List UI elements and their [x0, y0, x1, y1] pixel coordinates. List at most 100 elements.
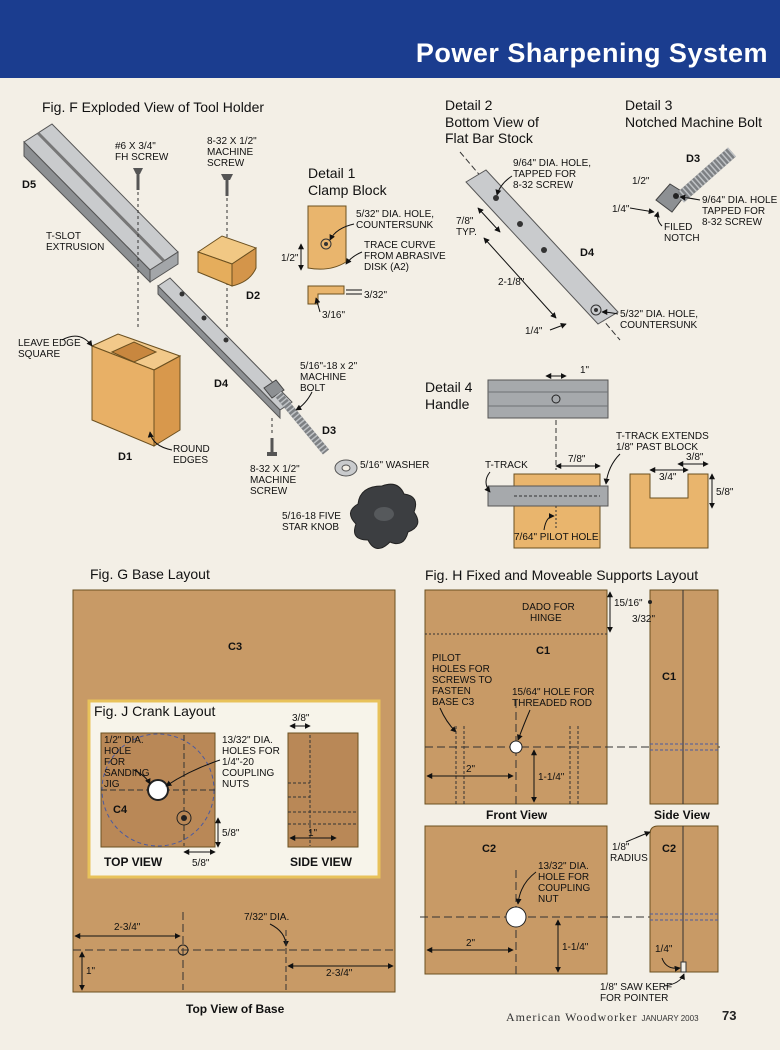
support-c1-side — [649, 589, 719, 805]
t-track-front — [487, 485, 609, 507]
detail2-d4: D4 — [580, 247, 595, 259]
block-d1 — [90, 333, 182, 447]
label-knob-2: STAR KNOB — [282, 522, 339, 533]
label-round-1: ROUND — [173, 444, 210, 455]
detail3-d3: D3 — [686, 153, 700, 165]
fig-g-title: Fig. G Base Layout — [90, 566, 210, 582]
label-bolt-1: 5/16"-18 x 2" — [300, 361, 358, 372]
footer-magazine: American Woodworker JANUARY 2003 — [506, 1010, 699, 1025]
t-track-top — [487, 379, 609, 419]
sanding-jig-hole — [147, 779, 169, 801]
detail2-hole-3: 8-32 SCREW — [513, 180, 574, 191]
fig-j-hole-3: FOR — [104, 757, 125, 768]
machine-bolt-d3 — [263, 379, 330, 455]
fig-g-dim-234a: 2-3/4" — [114, 922, 141, 933]
machine-screw-bottom — [267, 418, 277, 456]
fig-h-dim-2b: 2" — [466, 938, 476, 949]
label-bolt-2: MACHINE — [300, 372, 346, 383]
fig-h-c2-side: C2 — [662, 843, 676, 855]
fig-h-dim-14: 1/4" — [655, 944, 673, 955]
fig-h-side-view: Side View — [654, 808, 710, 822]
fig-g-caption: Top View of Base — [186, 1002, 285, 1016]
fig-g-dim-234b: 2-3/4" — [326, 968, 353, 979]
detail4-title-2: Handle — [425, 396, 470, 412]
label-ms-4: 8-32 X 1/2" — [250, 464, 300, 475]
fig-j-hole-4: SANDING — [104, 768, 150, 779]
label-d1: D1 — [118, 451, 132, 463]
detail4-title-1: Detail 4 — [425, 379, 473, 395]
flat-bar-d4 — [157, 277, 293, 420]
detail4-ext-2: 1/8" PAST BLOCK — [616, 442, 698, 453]
fh-screw — [133, 168, 143, 330]
detail4-dim-38: 3/8" — [686, 452, 704, 463]
detail2-dim-78: 7/8" — [456, 216, 474, 227]
page-number: 73 — [722, 1008, 737, 1023]
detail1-trace-1: TRACE CURVE — [364, 240, 436, 251]
fig-j-nut-4: COUPLING — [222, 768, 274, 779]
label-leave-1: LEAVE EDGE — [18, 338, 81, 349]
washer — [334, 459, 358, 477]
detail1-dim-half: 1/2" — [281, 253, 299, 264]
detail2-title-1: Detail 2 — [445, 97, 493, 113]
detail2-typ: TYP. — [456, 227, 477, 238]
label-tslot-2: EXTRUSION — [46, 242, 104, 253]
crank-c4-side — [287, 732, 359, 848]
fig-h-dim-114b: 1-1/4" — [562, 942, 589, 953]
detail2-hole-5: COUNTERSUNK — [620, 320, 698, 331]
fig-h-nut-1: 13/32" DIA. — [538, 861, 589, 872]
detail1-dim-316: 3/16" — [322, 310, 345, 321]
handle-block-end — [629, 473, 709, 549]
fig-g-dim-1: 1" — [86, 966, 96, 977]
detail2-hole-4: 5/32" DIA. HOLE, — [620, 309, 698, 320]
detail4-ext-1: T-TRACK EXTENDS — [616, 431, 709, 442]
detail4-dim-1: 1" — [580, 365, 590, 376]
fig-g-dia: 7/32" DIA. — [244, 912, 289, 923]
detail1-title-2: Clamp Block — [308, 182, 388, 198]
detail3-hole-1: 9/64" DIA. HOLE — [702, 195, 778, 206]
detail3-dim-14: 1/4" — [612, 204, 630, 215]
detail3-title-1: Detail 3 — [625, 97, 673, 113]
label-knob-1: 5/16-18 FIVE — [282, 511, 341, 522]
label-ms-5: MACHINE — [250, 475, 296, 486]
fig-j-nut-5: NUTS — [222, 779, 250, 790]
detail1-trace-3: DISK (A2) — [364, 262, 409, 273]
clamp-block-detail — [307, 205, 347, 270]
fig-j-title: Fig. J Crank Layout — [94, 703, 215, 719]
fig-h-rad-2: RADIUS — [610, 853, 648, 864]
t-slot-extrusion — [23, 123, 179, 284]
detail2-hole-1: 9/64" DIA. HOLE, — [513, 158, 591, 169]
detail3-title-2: Notched Machine Bolt — [625, 114, 762, 130]
fig-h-nut-2: HOLE FOR — [538, 872, 589, 883]
fig-h-dim-2a: 2" — [466, 764, 476, 775]
clamp-block-d2 — [196, 235, 258, 287]
fig-f-title: Fig. F Exploded View of Tool Holder — [42, 99, 264, 115]
detail1-title-1: Detail 1 — [308, 165, 356, 181]
fig-g-c3: C3 — [228, 641, 242, 653]
label-d2: D2 — [246, 290, 260, 302]
detail1-trace-2: FROM ABRASIVE — [364, 251, 446, 262]
label-tslot-1: T-SLOT — [46, 231, 81, 242]
label-ms-3: SCREW — [207, 158, 245, 169]
detail2-title-2: Bottom View of — [445, 114, 539, 130]
fig-j-hole-5: JIG — [104, 779, 120, 790]
fig-h-pilot-4: FASTEN — [432, 686, 471, 697]
fig-h-dado-2: HINGE — [530, 613, 562, 624]
label-d4: D4 — [214, 378, 229, 390]
label-ms-1: 8-32 X 1/2" — [207, 136, 257, 147]
fig-j-dim-38: 3/8" — [292, 713, 310, 724]
fig-h-c1: C1 — [536, 645, 550, 657]
detail1-hole-2: COUNTERSUNK — [356, 220, 434, 231]
label-fh-1: #6 X 3/4" — [115, 141, 156, 152]
fig-j-hole-2: HOLE — [104, 746, 132, 757]
label-washer: 5/16" WASHER — [360, 460, 429, 471]
fig-h-title: Fig. H Fixed and Moveable Supports Layou… — [425, 567, 698, 583]
fig-h-pilot-1: PILOT — [432, 653, 461, 664]
label-ms-6: SCREW — [250, 486, 288, 497]
star-knob — [350, 483, 419, 549]
page-title: Power Sharpening System — [415, 38, 768, 68]
fig-h-dado-1: DADO FOR — [522, 602, 575, 613]
saw-kerf — [680, 961, 687, 973]
fig-h-kerf-1: 1/8" SAW KERF — [600, 982, 672, 993]
fig-h-c2: C2 — [482, 843, 496, 855]
